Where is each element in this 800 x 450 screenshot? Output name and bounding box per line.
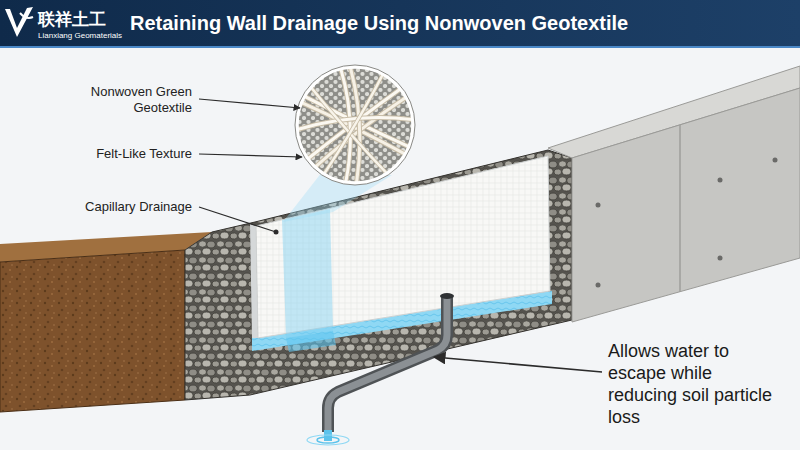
leader-line [199, 99, 300, 108]
logo-name: 联祥土工 [38, 9, 124, 30]
callout-label: Nonwoven Green Geotextile [62, 84, 192, 116]
note-text: Allows water to escape while reducing so… [608, 340, 776, 428]
perforated-back [296, 66, 416, 186]
magnifier-view [296, 66, 416, 186]
callout-label: Capillary Drainage [42, 199, 192, 215]
wall-joint [679, 125, 681, 292]
pointer-arrow [434, 357, 602, 372]
tie-hole [718, 178, 723, 183]
tie-hole [596, 203, 601, 208]
leader-line [199, 207, 276, 232]
leader-dot [274, 230, 279, 235]
soil-block [0, 250, 185, 412]
gravel-layer [185, 150, 572, 400]
geotextile-sheet [256, 156, 550, 338]
magnifier-ring-outline [295, 65, 415, 185]
concrete-wall [572, 88, 800, 322]
logo-subtitle: Lianxiang Geomaterials [38, 31, 128, 41]
header-bar [0, 0, 800, 46]
tie-hole [718, 256, 723, 261]
magnifier-ring [297, 67, 413, 183]
ripple [307, 435, 349, 445]
callout-label: Felt-Like Texture [42, 146, 192, 162]
tie-hole [596, 283, 601, 288]
ripple [317, 437, 339, 443]
drain-pipe [328, 296, 447, 432]
drain-pipe-body [328, 296, 447, 432]
leader-line [199, 154, 302, 157]
fiber-strands [296, 66, 416, 186]
tie-hole [773, 158, 778, 163]
pipe-inlet [440, 293, 454, 299]
capillary-flow [282, 209, 333, 338]
logo-swoosh [20, 13, 33, 18]
capillary-flow-base [286, 331, 336, 352]
diagram-title: Retaining Wall Drainage Using Nonwoven G… [130, 11, 790, 35]
logo-mark [5, 7, 33, 37]
header-rule [0, 46, 800, 48]
